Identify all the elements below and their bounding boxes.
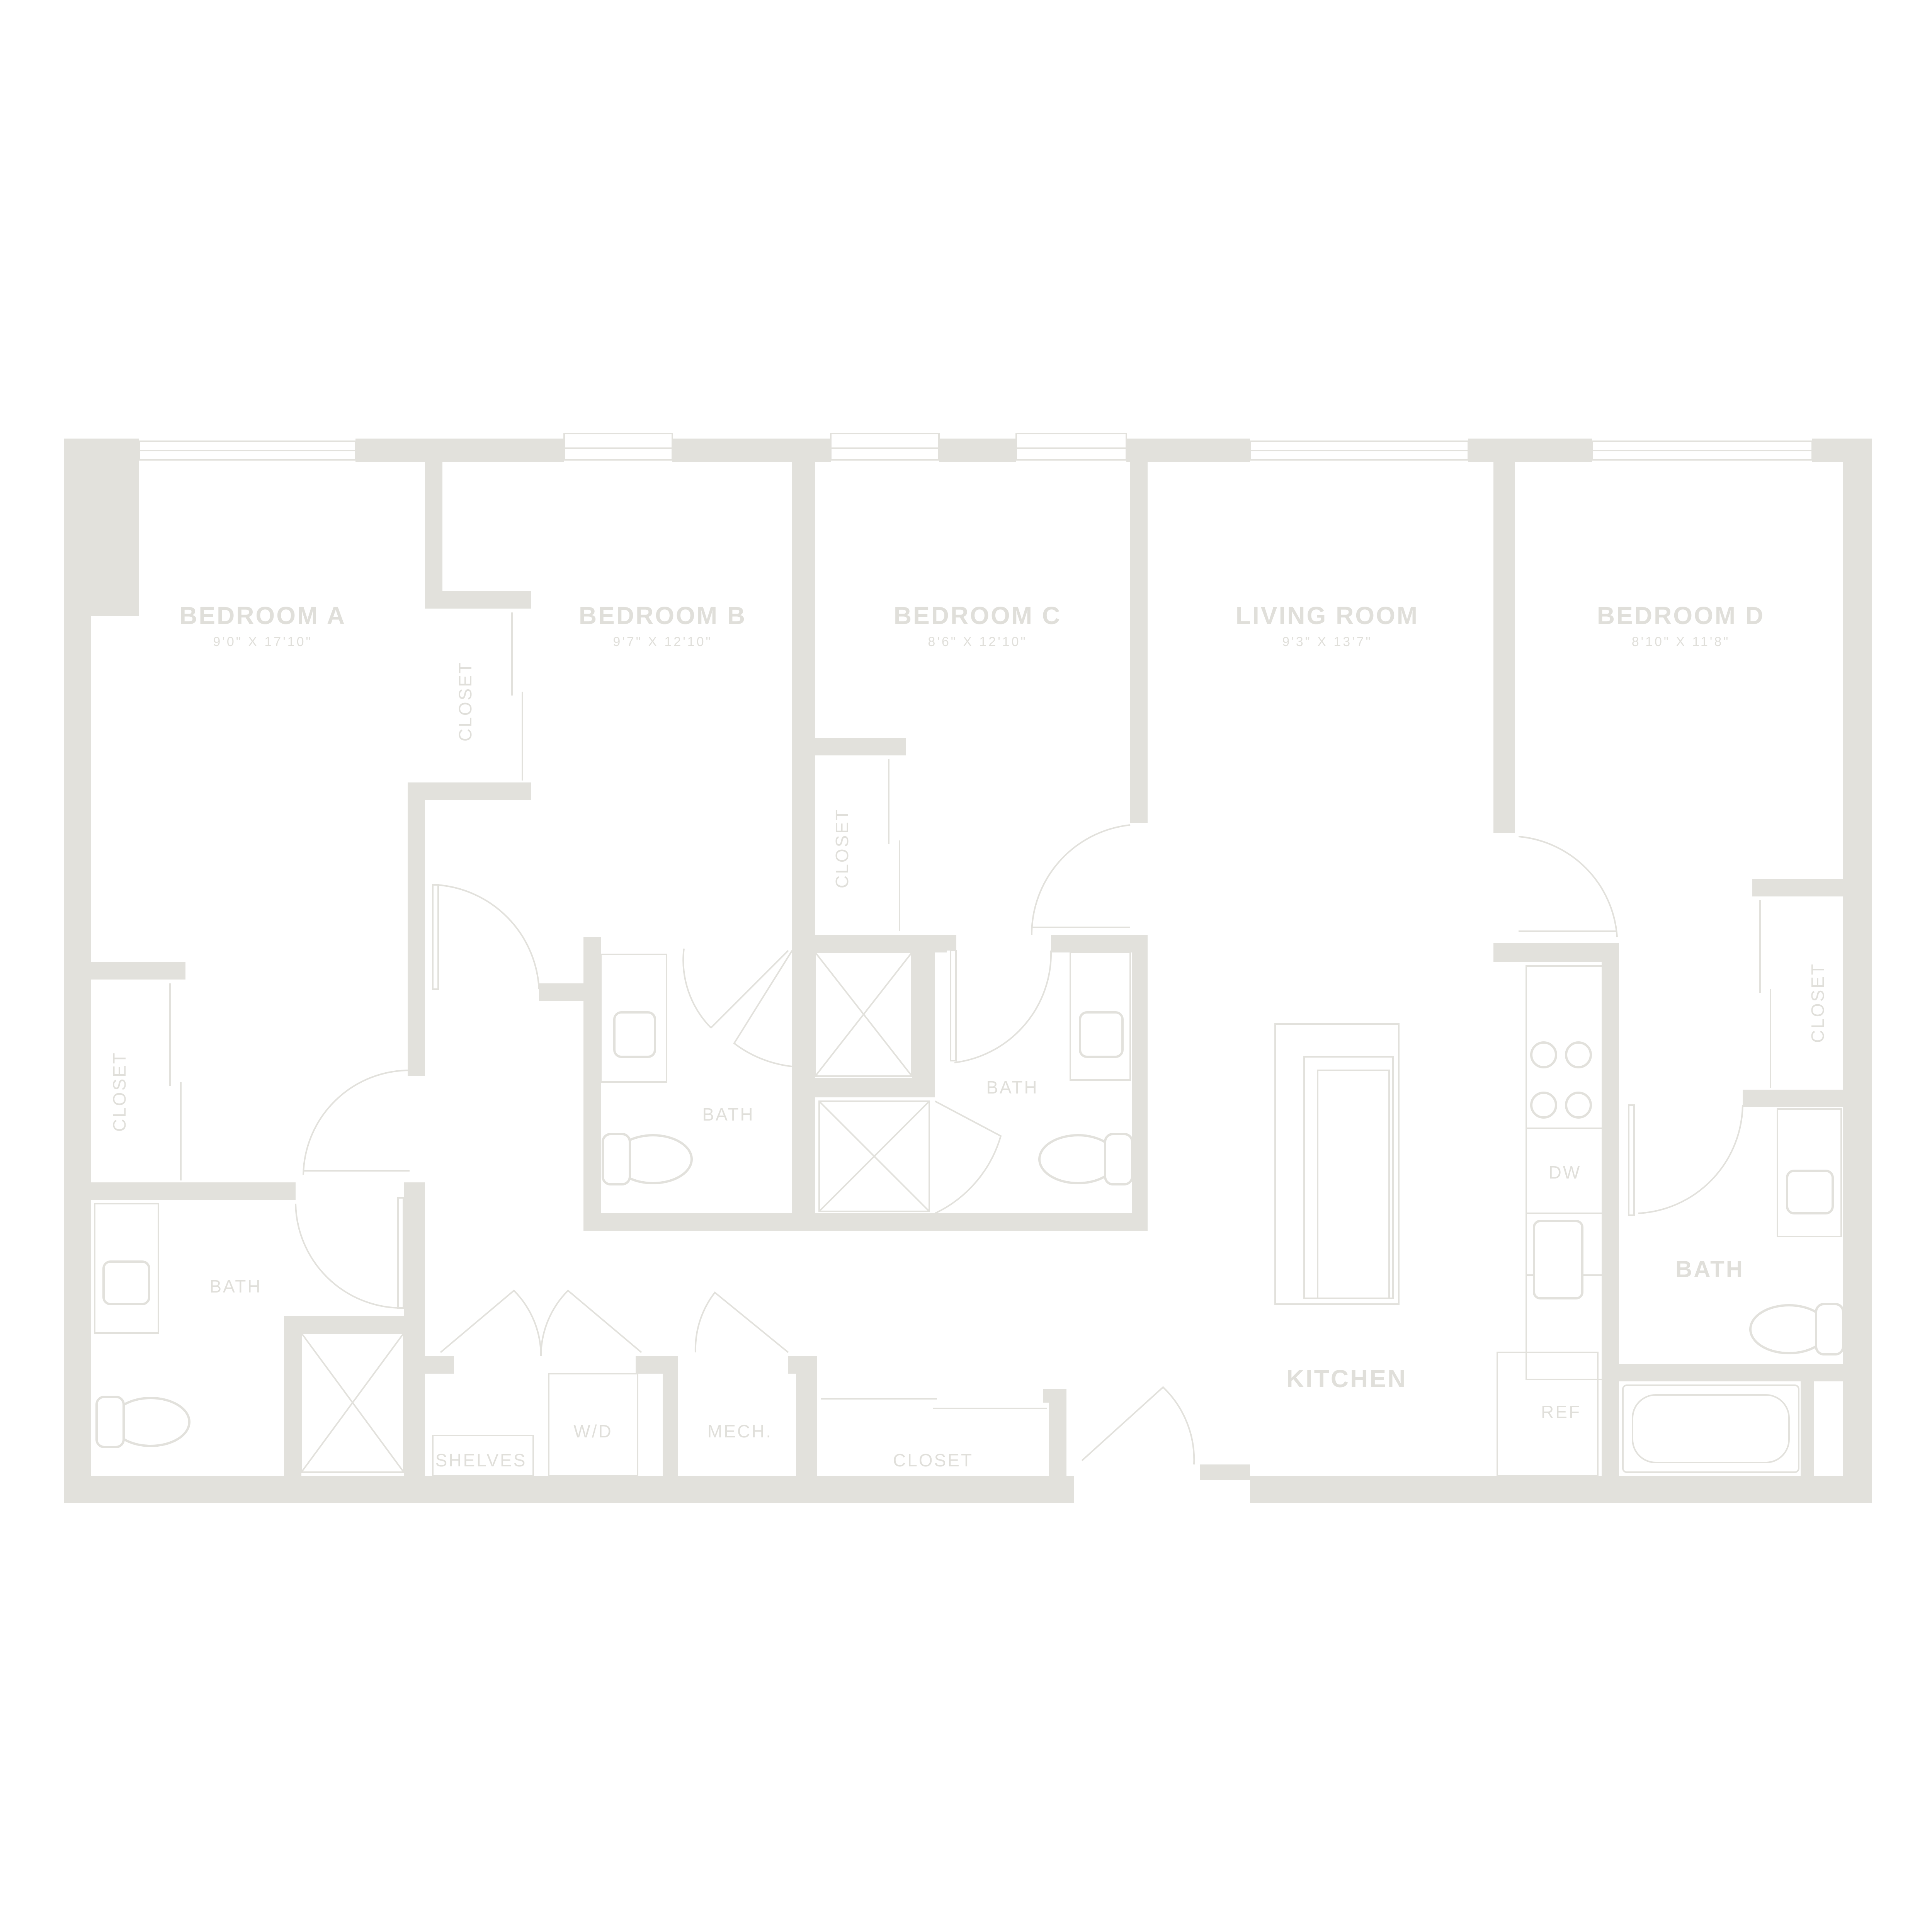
sink-icon (1786, 1170, 1834, 1214)
stove-burner-icon (1530, 1041, 1557, 1068)
mech-label: MECH. (707, 1421, 772, 1441)
windows (138, 433, 1813, 461)
living-room-dims: 9'3" X 13'7" (1282, 634, 1372, 649)
washer-dryer-label: W/D (573, 1421, 612, 1441)
bathtub-icon (1622, 1384, 1799, 1473)
dishwasher-label: DW (1549, 1162, 1582, 1182)
bedroom-a-name: BEDROOM A (179, 602, 346, 629)
bath-b-label: BATH (702, 1104, 754, 1124)
shower-icon (815, 952, 913, 1077)
door-swings (295, 824, 1743, 1465)
stove-burner-icon (1565, 1041, 1592, 1068)
exterior-walls (64, 439, 1872, 1503)
bath-d-label: BATH (1675, 1256, 1744, 1282)
sink-icon (102, 1260, 150, 1305)
shower-icon (301, 1332, 405, 1473)
sink-icon (613, 1011, 656, 1058)
interior-walls (91, 462, 1843, 1480)
room-labels: BEDROOM A 9'0" X 17'10" BEDROOM B 9'7" X… (109, 602, 1828, 1470)
bedroom-c-name: BEDROOM C (894, 602, 1061, 629)
stove-burner-icon (1565, 1092, 1592, 1119)
closet-a-label: CLOSET (109, 1051, 129, 1132)
closet-d-label: CLOSET (1808, 963, 1828, 1043)
bedroom-b-dims: 9'7" X 12'10" (613, 634, 712, 649)
living-room-name: LIVING ROOM (1236, 602, 1419, 629)
closet-c-label: CLOSET (832, 808, 852, 888)
refrigerator (1497, 1352, 1599, 1477)
kitchen-fixtures (1274, 965, 1604, 1477)
kitchen-label: KITCHEN (1286, 1365, 1407, 1393)
sink-icon (1079, 1011, 1124, 1058)
bedroom-d-name: BEDROOM D (1597, 602, 1765, 629)
hall-closet-label: CLOSET (893, 1450, 973, 1470)
bath-fixtures (94, 952, 1844, 1473)
closet-doors (169, 612, 1771, 1477)
refrigerator-label: REF (1541, 1402, 1581, 1422)
shelves-label: SHELVES (435, 1450, 527, 1470)
closet-b-label: CLOSET (455, 661, 475, 742)
bedroom-c-dims: 8'6" X 12'10" (928, 634, 1027, 649)
shower-icon (818, 1100, 930, 1212)
kitchen-island (1274, 1023, 1400, 1305)
bedroom-b-name: BEDROOM B (579, 602, 747, 629)
stove-burner-icon (1530, 1092, 1557, 1119)
bath-a-label: BATH (209, 1276, 262, 1296)
bedroom-d-dims: 8'10" X 11'8" (1632, 634, 1730, 649)
kitchen-sink-icon (1533, 1220, 1583, 1299)
bath-c-label: BATH (986, 1077, 1038, 1097)
bedroom-a-dims: 9'0" X 17'10" (213, 634, 312, 649)
